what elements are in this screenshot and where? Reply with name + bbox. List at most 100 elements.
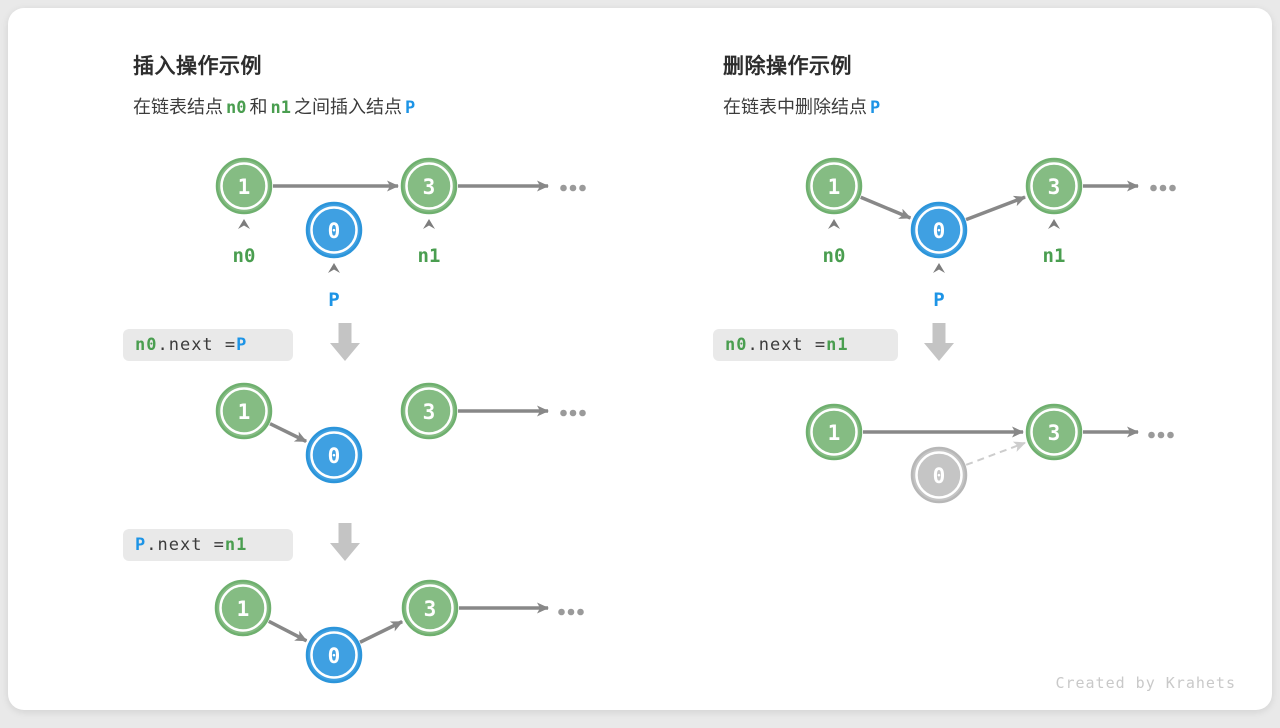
ellipsis-dot (579, 409, 586, 417)
ellipsis-dot (1150, 184, 1157, 192)
node-circle (215, 157, 273, 215)
node-value: 3 (1048, 175, 1061, 199)
pointer-label-n0: n0 (823, 245, 846, 267)
ellipsis-dot (579, 184, 586, 192)
ellipsis-dots (1148, 431, 1174, 439)
node-inner-ring (1030, 408, 1078, 456)
code-token: n0 (135, 335, 158, 355)
node-inner-ring (810, 408, 858, 456)
link-arrow (267, 619, 308, 643)
ellipsis-dot (569, 409, 577, 417)
node-value: 3 (1048, 421, 1061, 445)
link-arrow (359, 620, 404, 644)
list-node-green-3: 3n1 (400, 157, 458, 267)
ellipsis-dot (560, 184, 567, 192)
code-token: .next = (146, 535, 225, 555)
down-arrow-icon (330, 523, 360, 561)
insert-section-title: 插入操作示例 (133, 55, 262, 78)
list-node-gray-0: 0 (910, 446, 968, 504)
code-n0-next-p: n0.next = P (123, 329, 293, 361)
node-value: 3 (424, 597, 437, 621)
ellipsis-dot (1169, 184, 1176, 192)
node-circle (305, 426, 363, 484)
node-circle (305, 626, 363, 684)
code-token: n0 (226, 98, 247, 118)
node-inner-ring (310, 431, 358, 479)
link-arrow (965, 195, 1026, 222)
list-node-green-1: 1 (215, 382, 273, 440)
list-node-green-3: 3 (1025, 403, 1083, 461)
node-value: 1 (238, 400, 251, 424)
list-node-green-1: 1 (805, 403, 863, 461)
list-node-blue-0: 0 (305, 426, 363, 484)
ellipsis-dot (577, 608, 584, 616)
link-arrow (860, 195, 912, 220)
node-value: 3 (423, 400, 436, 424)
diagram-row-delete-after-n0-next: 1 0 3 (805, 403, 1174, 504)
subtitle-text: 之间插入结点 (293, 97, 402, 117)
list-node-green-3: 3 (401, 579, 459, 637)
node-inner-ring (310, 631, 358, 679)
delete-section-title: 删除操作示例 (723, 55, 852, 78)
node-value: 0 (933, 464, 946, 488)
node-inner-ring (405, 162, 453, 210)
list-node-green-3: 3 n1 (1025, 157, 1083, 267)
node-value: 1 (237, 597, 250, 621)
node-circle (400, 382, 458, 440)
pointer-label-P: P (933, 289, 944, 311)
node-inner-ring (1030, 162, 1078, 210)
down-arrow-icon (924, 323, 954, 361)
code-token: n0 (725, 335, 748, 355)
list-node-green-3: 3 (400, 382, 458, 440)
node-circle (805, 403, 863, 461)
code-token: n1 (270, 98, 291, 118)
list-node-blue-0: 0P (910, 201, 968, 311)
subtitle-text: 和 (249, 97, 268, 117)
code-token: n1 (224, 535, 248, 555)
code-token: .next = (747, 335, 827, 355)
node-value: 1 (828, 175, 841, 199)
node-inner-ring (220, 162, 268, 210)
node-inner-ring (220, 387, 268, 435)
diagram-row-insert-initial: 1n0 0P 3n1 (215, 157, 586, 311)
pointer-caret-icon (933, 263, 945, 273)
node-inner-ring (915, 206, 963, 254)
diagram-row-insert-after-n0-next: 1 0 3 (215, 382, 586, 484)
node-value: 1 (828, 421, 841, 445)
node-circle (1025, 403, 1083, 461)
node-circle (305, 201, 363, 259)
diagram-row-insert-after-p-next: 1 0 3 (214, 579, 584, 684)
node-value: 0 (933, 219, 946, 243)
node-circle (214, 579, 272, 637)
ellipsis-dots (560, 409, 586, 417)
pointer-caret-icon (238, 219, 250, 229)
ellipsis-dots (560, 184, 586, 192)
credit-text: Created by Krahets (1055, 674, 1236, 692)
node-circle (910, 201, 968, 259)
list-node-green-1: 1n0 (215, 157, 273, 267)
pointer-caret-icon (423, 219, 435, 229)
node-circle (1025, 157, 1083, 215)
down-arrow-icon (330, 323, 360, 361)
pointer-label-P: P (328, 289, 339, 311)
ellipsis-dot (569, 184, 577, 192)
subtitle-text: 在链表结点 (133, 97, 223, 117)
ellipsis-dot (567, 608, 575, 616)
pointer-label-n1: n1 (418, 245, 441, 267)
node-value: 0 (328, 444, 341, 468)
node-circle (215, 382, 273, 440)
ellipsis-dot (1148, 431, 1155, 439)
node-circle (805, 157, 863, 215)
code-token: P (404, 98, 416, 118)
node-inner-ring (405, 387, 453, 435)
pointer-caret-icon (328, 263, 340, 273)
node-inner-ring (310, 206, 358, 254)
node-value: 0 (328, 644, 341, 668)
list-node-green-1: 1 (214, 579, 272, 637)
code-token: .next = (157, 335, 237, 355)
node-value: 0 (328, 219, 341, 243)
pointer-label-n1: n1 (1043, 245, 1066, 267)
